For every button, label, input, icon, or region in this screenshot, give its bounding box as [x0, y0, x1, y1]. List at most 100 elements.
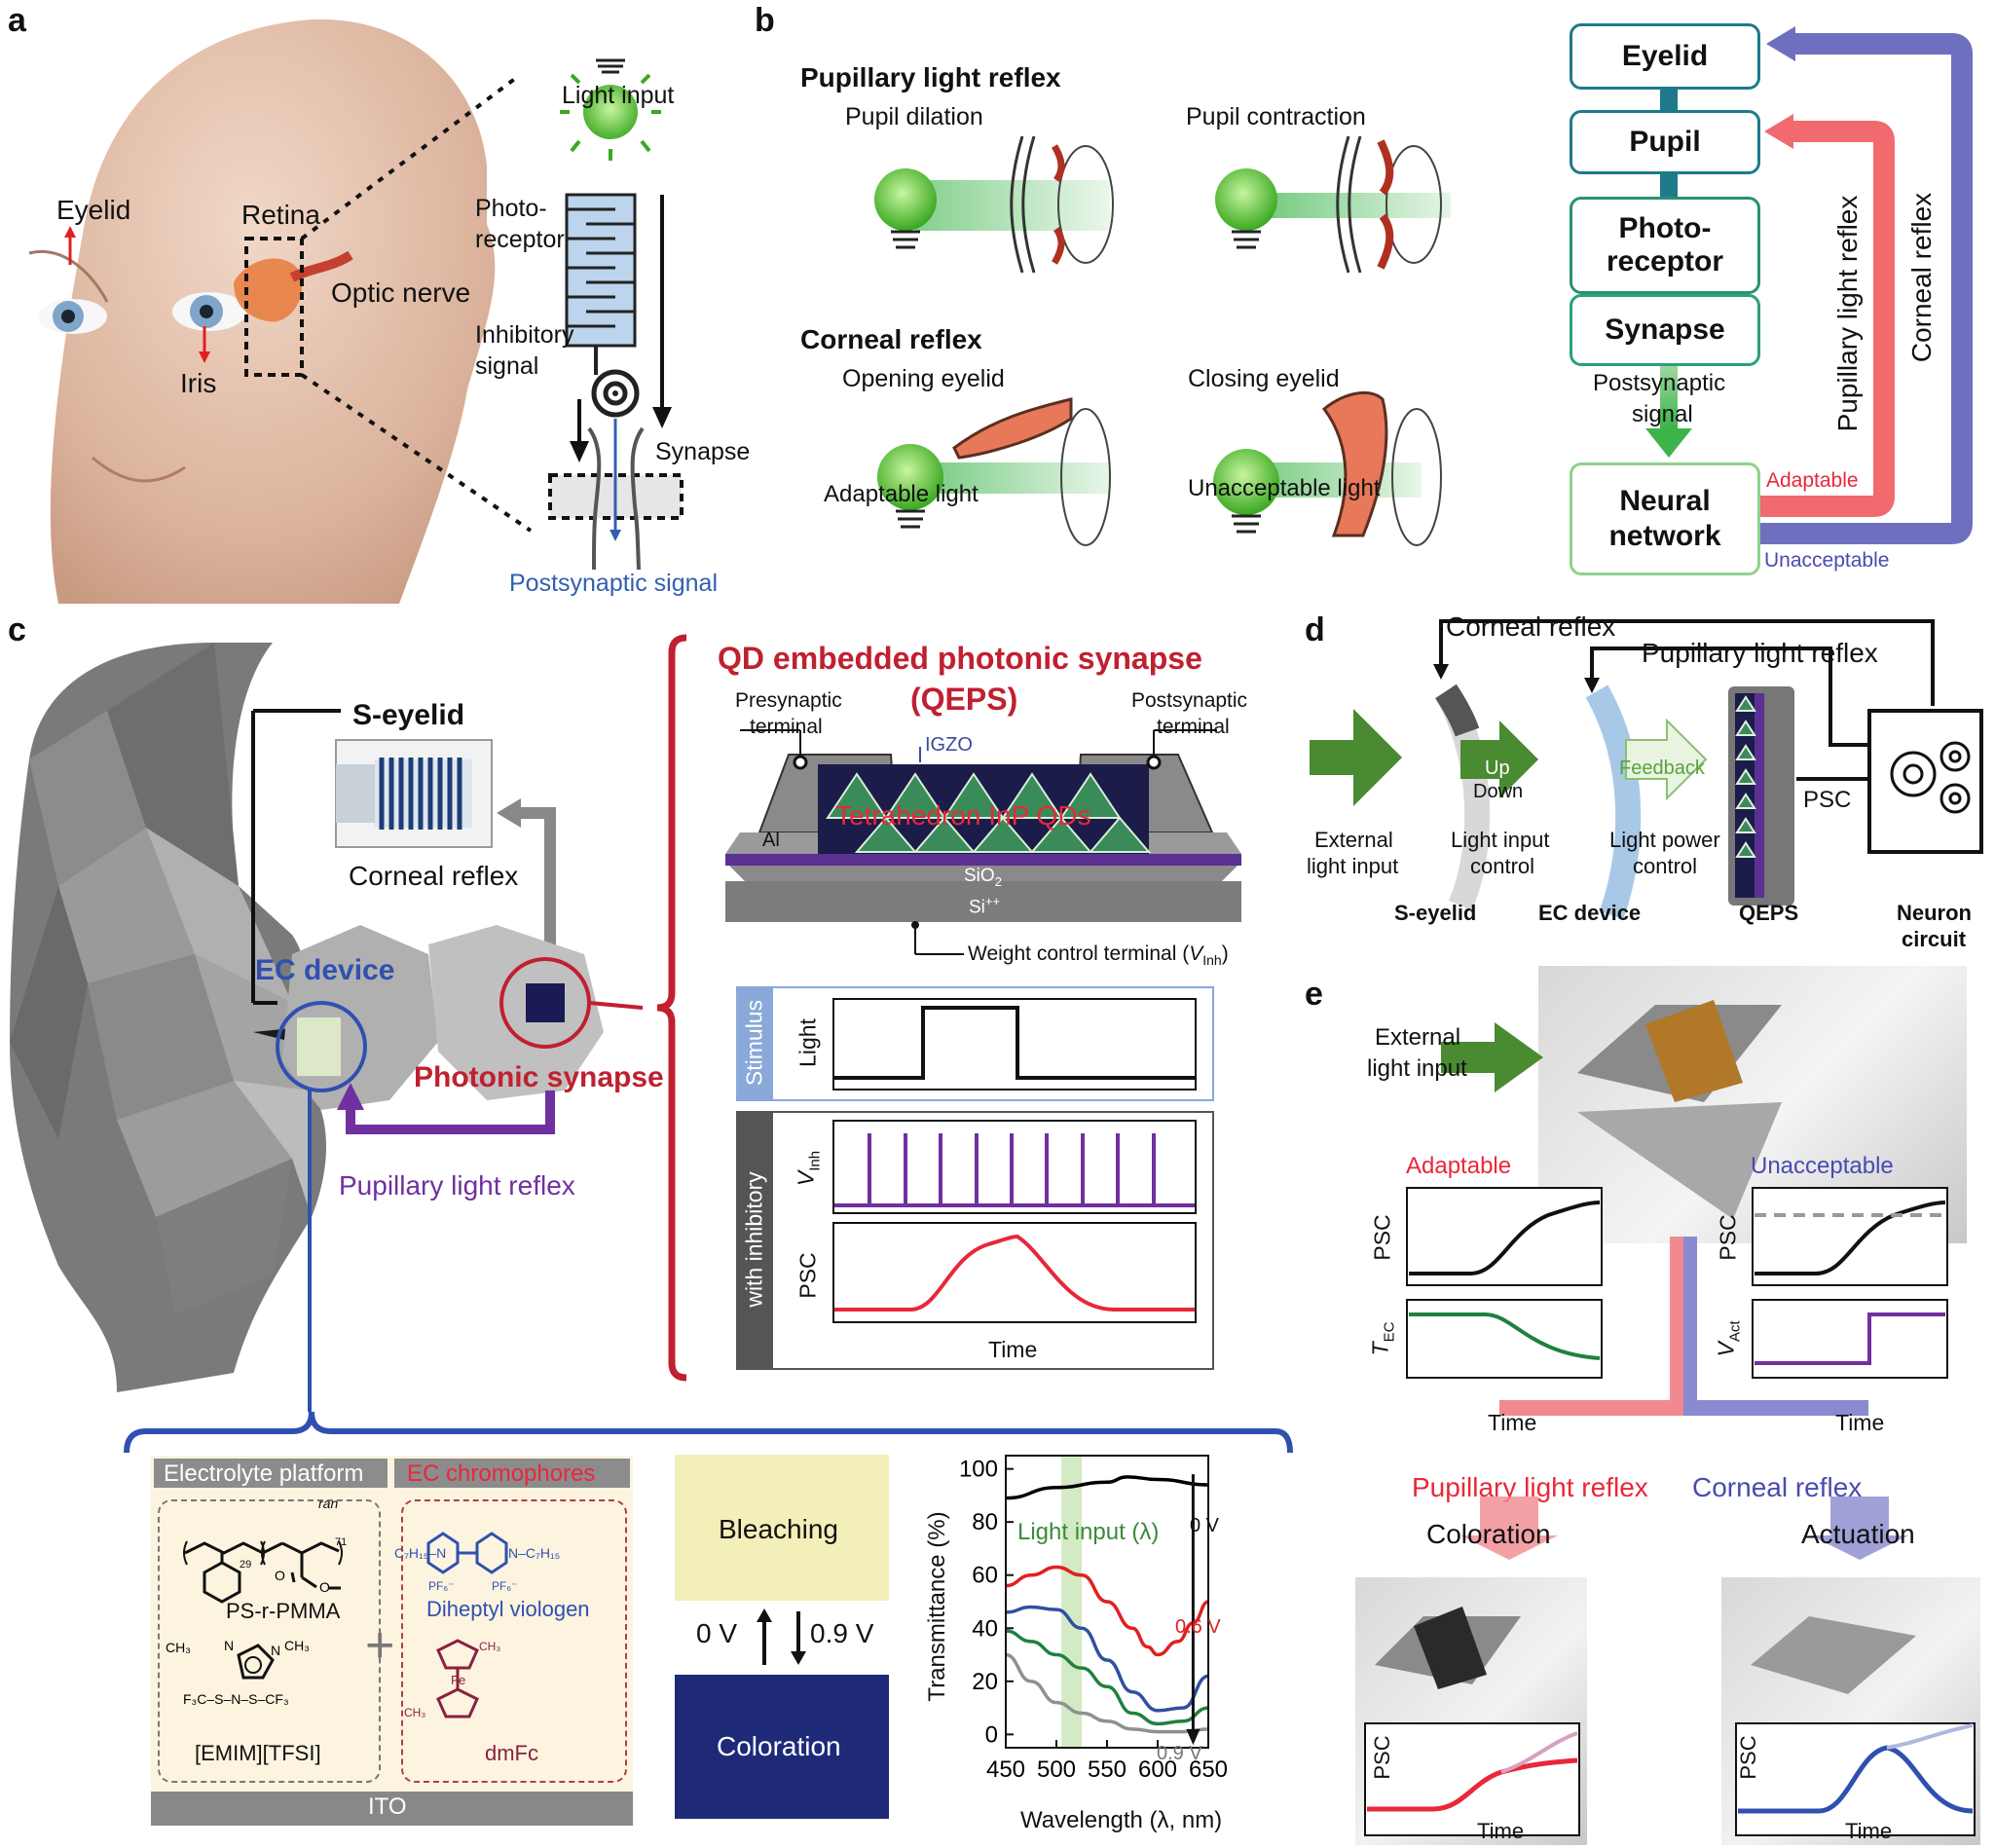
label-ran: ran — [318, 1496, 339, 1511]
svg-text:Fe: Fe — [451, 1673, 465, 1687]
flow-photo-label-2: receptor — [1606, 245, 1724, 277]
y-tick-label: 20 — [972, 1669, 998, 1695]
d-label-up: Up — [1485, 758, 1510, 779]
x-tick-label: 650 — [1189, 1756, 1228, 1783]
label-inhibitory-2: signal — [475, 352, 539, 380]
flowchart-connectors — [1645, 26, 1973, 544]
d-label-light-input-1: Light input — [1451, 828, 1550, 852]
label-coloration-c: Coloration — [717, 1731, 841, 1761]
ito-bar — [151, 1792, 633, 1826]
actuation-photo-shapes — [1735, 1616, 1976, 1836]
red-bracket — [656, 634, 687, 1382]
label-ec-device: EC device — [255, 954, 395, 986]
label-synapse: Synapse — [655, 438, 751, 465]
label-si: Si++ — [969, 894, 1001, 918]
voltage-arrows — [757, 1608, 806, 1665]
stimulus-plot — [832, 998, 1197, 1090]
svg-text:C₇H₁₅–N: C₇H₁₅–N — [394, 1545, 446, 1561]
e-down-arrows — [1460, 1497, 1908, 1560]
inhibitory-plots — [832, 1120, 1197, 1323]
panel-a-illustration — [28, 18, 683, 604]
label-light-input: Light input — [562, 82, 675, 109]
label-adaptable-light: Adaptable light — [824, 481, 979, 507]
flow-synapse-label: Synapse — [1605, 314, 1725, 346]
plus-icon: + — [365, 1617, 395, 1674]
panel-b-reflex-illustrations — [874, 135, 1451, 546]
s-eyelid-coil — [335, 739, 493, 848]
flow-box-pupil: Pupil — [1570, 110, 1760, 174]
label-v-inh: VInh — [793, 1150, 824, 1187]
e-label-external-1: External — [1375, 1024, 1461, 1051]
e-photo-psc-left: PSC — [1370, 1735, 1394, 1780]
device-photo-shapes — [1577, 1000, 1782, 1219]
coloration-photo-shapes — [1364, 1607, 1580, 1836]
d-label-psc: PSC — [1803, 787, 1852, 813]
panel-letter-c: c — [8, 611, 26, 648]
label-diheptyl-viologen: Diheptyl viologen — [426, 1597, 590, 1621]
label-ps-pmma: PS-r-PMMA — [226, 1599, 341, 1623]
e-label-adaptable: Adaptable — [1406, 1153, 1512, 1179]
svg-text:N: N — [224, 1638, 234, 1653]
d-label-external-2: light input — [1307, 854, 1399, 878]
x-tick-label: 600 — [1138, 1756, 1177, 1783]
flow-corneal-vertical-label: Corneal reflex — [1906, 192, 1937, 363]
svg-text:PF₆⁻: PF₆⁻ — [428, 1579, 455, 1593]
series-line-3 — [1005, 1629, 1209, 1726]
svg-text:F₃C–S–N–S–CF₃: F₃C–S–N–S–CF₃ — [183, 1691, 289, 1707]
artificial-head-illustration — [10, 643, 644, 1412]
ec-chromophores-tab — [394, 1459, 630, 1488]
bleaching-swatch — [675, 1455, 889, 1601]
flow-box-neural-network: Neural network — [1570, 462, 1760, 575]
label-weight-control: Weight control terminal (VInh) — [968, 942, 1229, 969]
label-curve-09v: 0.9 V — [1157, 1743, 1202, 1764]
label-psc-c: PSC — [794, 1252, 821, 1299]
y-tick-label: 80 — [972, 1509, 998, 1535]
label-sub-29: 29 — [240, 1559, 252, 1571]
label-dmfc: dmFc — [485, 1741, 538, 1765]
d-label-light-input-2: control — [1470, 854, 1535, 878]
label-09v: 0.9 V — [810, 1618, 874, 1648]
label-photoreceptor-1: Photo- — [475, 195, 547, 222]
label-corneal-reflex-c: Corneal reflex — [349, 861, 519, 891]
e-label-time-left: Time — [1488, 1410, 1537, 1435]
d-label-down: Down — [1473, 781, 1524, 802]
label-eyelid: Eyelid — [56, 195, 131, 225]
external-light-arrow-e — [1441, 1022, 1543, 1092]
label-light: Light — [794, 1018, 821, 1067]
postsynaptic-label-1: Postsynaptic — [1131, 689, 1248, 712]
e-label-actuation: Actuation — [1801, 1519, 1915, 1549]
svg-text:O: O — [319, 1579, 330, 1595]
e-label-time-right: Time — [1835, 1410, 1885, 1435]
presynaptic-label-2: terminal — [750, 716, 823, 738]
label-opening-eyelid: Opening eyelid — [842, 365, 1005, 392]
series-line-0 — [1005, 1475, 1209, 1500]
blue-bracket — [124, 1411, 1293, 1454]
label-wavelength: Wavelength (λ, nm) — [1020, 1807, 1223, 1833]
flow-adaptable-label: Adaptable — [1766, 469, 1859, 492]
d-label-qeps: QEPS — [1739, 901, 1799, 925]
e-label-external-2: light input — [1367, 1055, 1467, 1082]
label-sub-71: 71 — [335, 1536, 348, 1548]
flow-pupil-label: Pupil — [1629, 126, 1701, 158]
flow-neural-label-2: network — [1608, 520, 1721, 552]
panel-letter-b: b — [755, 2, 775, 39]
svg-text:N–C₇H₁₅: N–C₇H₁₅ — [508, 1545, 560, 1561]
svg-text:PF₆⁻: PF₆⁻ — [492, 1579, 518, 1593]
label-light-input-lambda: Light input (λ) — [1017, 1519, 1160, 1545]
d-label-feedback: Feedback — [1619, 758, 1705, 779]
label-electrolyte-platform: Electrolyte platform — [164, 1460, 364, 1487]
svg-text:N: N — [271, 1643, 280, 1658]
flow-box-eyelid: Eyelid — [1570, 23, 1760, 90]
panel-letter-d: d — [1305, 611, 1325, 648]
y-tick-label: 100 — [959, 1457, 998, 1483]
label-curve-06v: 0.6 V — [1175, 1616, 1221, 1638]
postsynaptic-label-2: terminal — [1157, 716, 1230, 738]
y-tick-label: 40 — [972, 1615, 998, 1642]
d-label-neuron-2: circuit — [1902, 927, 1967, 951]
inhibitory-sidebar — [736, 1111, 773, 1368]
label-photoreceptor-2: receptor — [475, 226, 565, 253]
d-label-corneal-reflex: Corneal reflex — [1446, 611, 1616, 642]
e-label-coloration: Coloration — [1426, 1519, 1551, 1549]
d-label-s-eyelid: S-eyelid — [1394, 901, 1477, 925]
